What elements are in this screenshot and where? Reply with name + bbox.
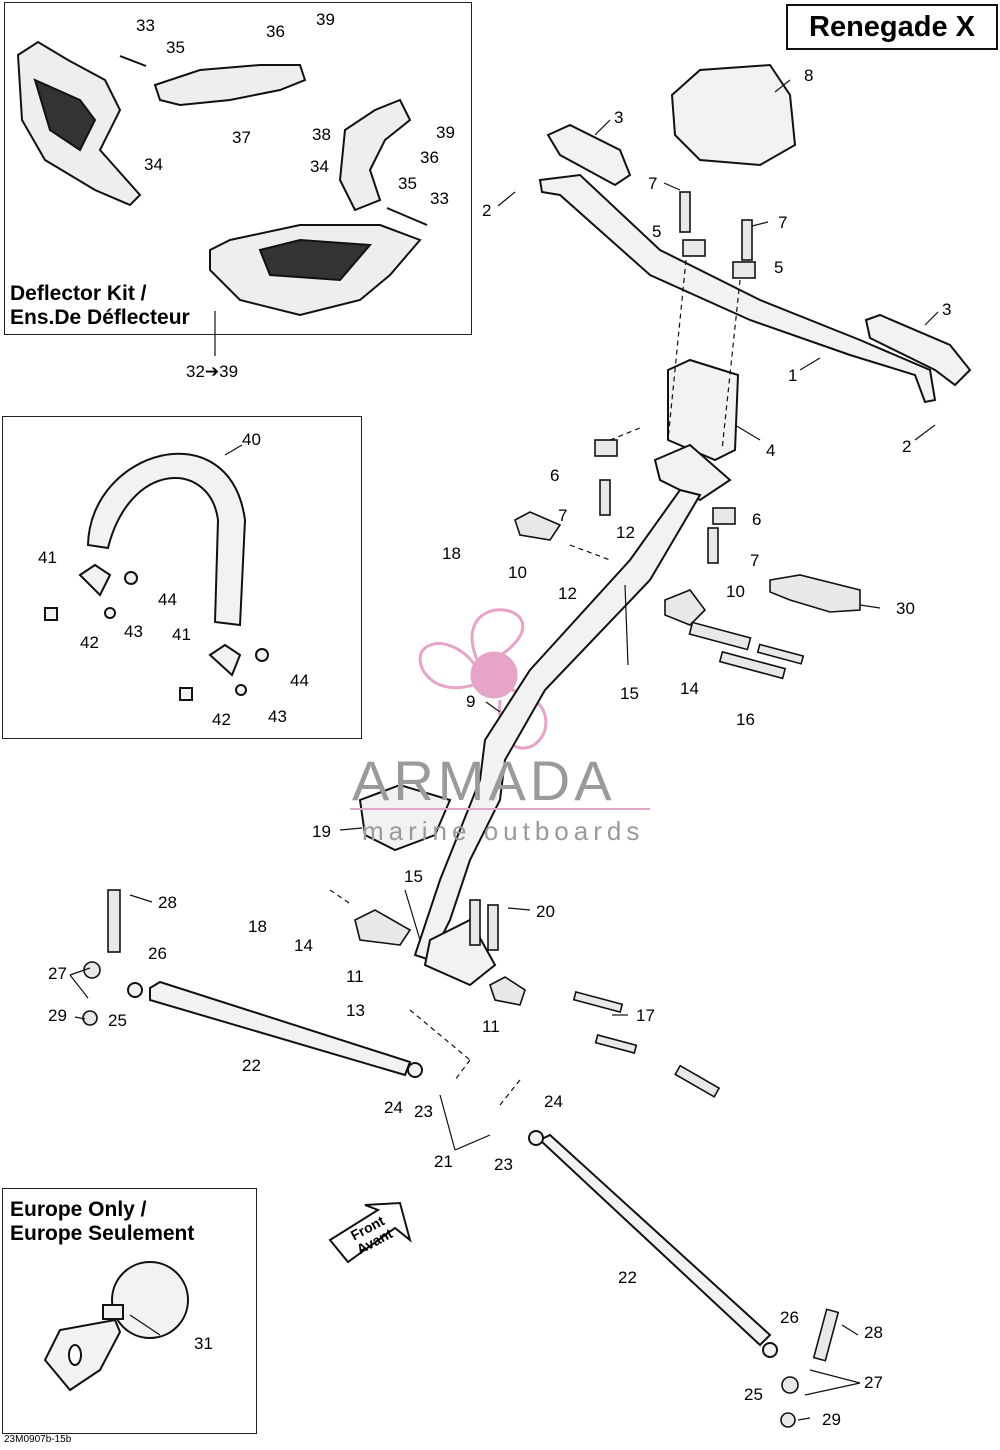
callout-11: 11 <box>482 1017 500 1036</box>
callout-2: 2 <box>482 201 492 220</box>
callout-14: 14 <box>294 936 313 955</box>
deflector-kit-range: 32➔39 <box>186 362 239 381</box>
callout-11: 11 <box>346 967 364 986</box>
callout-27: 27 <box>864 1373 883 1392</box>
callout-18: 18 <box>442 544 461 563</box>
callout-3: 3 <box>942 300 952 319</box>
callout-5: 5 <box>652 222 662 241</box>
callout-35: 35 <box>166 38 185 57</box>
callout-22: 22 <box>242 1056 261 1075</box>
callout-17: 17 <box>636 1006 655 1025</box>
horn <box>43 1261 189 1392</box>
callout-43: 43 <box>268 707 287 726</box>
hand-guard-panel <box>2 416 362 739</box>
callout-12: 12 <box>558 584 577 603</box>
callout-39: 39 <box>436 123 455 142</box>
leader-lines <box>69 79 939 1421</box>
tie-rods <box>127 980 778 1358</box>
callout-14: 14 <box>680 679 699 698</box>
callout-3: 3 <box>614 108 624 127</box>
callout-25: 25 <box>108 1011 127 1030</box>
callout-20: 20 <box>536 902 555 921</box>
callout-41: 41 <box>38 548 57 567</box>
callout-7: 7 <box>558 506 568 525</box>
callout-34: 34 <box>144 155 163 174</box>
callout-43: 43 <box>124 622 143 641</box>
callout-6: 6 <box>550 466 560 485</box>
callout-15: 15 <box>620 684 639 703</box>
deflector-kit-title-line2: Ens.De Déflecteur <box>10 306 190 329</box>
callout-25: 25 <box>744 1385 763 1404</box>
callout-28: 28 <box>158 893 177 912</box>
callout-18: 18 <box>248 917 267 936</box>
callout-8: 8 <box>804 66 814 85</box>
callout-9: 9 <box>466 692 476 711</box>
callout-2: 2 <box>902 437 912 456</box>
model-title: Renegade X <box>786 4 998 50</box>
europe-only-panel <box>2 1188 257 1434</box>
callout-36: 36 <box>420 148 439 167</box>
callout-42: 42 <box>80 633 99 652</box>
callout-12: 12 <box>616 523 635 542</box>
callout-19: 19 <box>312 822 331 841</box>
callout-44: 44 <box>158 590 177 609</box>
watermark-propeller-icon <box>418 608 548 750</box>
callout-1: 1 <box>788 366 798 385</box>
callout-34: 34 <box>310 157 329 176</box>
callout-26: 26 <box>148 944 167 963</box>
fasteners <box>82 191 861 1428</box>
callout-29: 29 <box>822 1410 841 1429</box>
callout-7: 7 <box>750 551 760 570</box>
callout-24: 24 <box>384 1098 403 1117</box>
callout-35: 35 <box>398 174 417 193</box>
watermark-brand: ARMADA <box>352 749 616 812</box>
callout-23: 23 <box>494 1155 513 1174</box>
callout-38: 38 <box>312 125 331 144</box>
callout-36: 36 <box>266 22 285 41</box>
callout-39: 39 <box>316 10 335 29</box>
watermark-tagline: marine outboards <box>362 816 645 846</box>
callout-5: 5 <box>774 258 784 277</box>
callout-41: 41 <box>172 625 191 644</box>
callout-26: 26 <box>780 1308 799 1327</box>
callout-13: 13 <box>346 1001 365 1020</box>
europe-only-title-line2: Europe Seulement <box>10 1222 195 1245</box>
callout-15: 15 <box>404 867 423 886</box>
callout-28: 28 <box>864 1323 883 1342</box>
callout-23: 23 <box>414 1102 433 1121</box>
callout-29: 29 <box>48 1006 67 1025</box>
deflector-kit-panel <box>4 2 472 335</box>
callout-33: 33 <box>430 189 449 208</box>
europe-only-title: Europe Only / Europe Seulement <box>10 1198 194 1246</box>
callout-10: 10 <box>508 563 527 582</box>
callout-6: 6 <box>752 510 762 529</box>
callout-24: 24 <box>544 1092 563 1111</box>
handlebar-assembly <box>538 63 972 502</box>
hand-guard-loop <box>44 452 269 701</box>
callout-7: 7 <box>778 213 788 232</box>
callout-42: 42 <box>212 710 231 729</box>
assembly-guides <box>329 259 741 1106</box>
callout-27: 27 <box>48 964 67 983</box>
watermark-divider <box>350 808 650 810</box>
callout-16: 16 <box>736 710 755 729</box>
deflector-parts <box>16 40 428 317</box>
callout-4: 4 <box>766 441 776 460</box>
callout-33: 33 <box>136 16 155 35</box>
callout-7: 7 <box>648 174 658 193</box>
europe-only-title-line1: Europe Only / <box>10 1198 147 1221</box>
callout-22: 22 <box>618 1268 637 1287</box>
deflector-kit-title-line1: Deflector Kit / <box>10 282 147 305</box>
callout-40: 40 <box>242 430 261 449</box>
callout-44: 44 <box>290 671 309 690</box>
callout-37: 37 <box>232 128 251 147</box>
callout-31: 31 <box>194 1334 213 1353</box>
diagram-code: 23M0907b-15b <box>4 1434 72 1445</box>
callout-30: 30 <box>896 599 915 618</box>
callout-21: 21 <box>434 1152 453 1171</box>
front-arrow-icon <box>328 1201 412 1264</box>
callout-10: 10 <box>726 582 745 601</box>
deflector-kit-title: Deflector Kit / Ens.De Déflecteur <box>10 282 190 330</box>
